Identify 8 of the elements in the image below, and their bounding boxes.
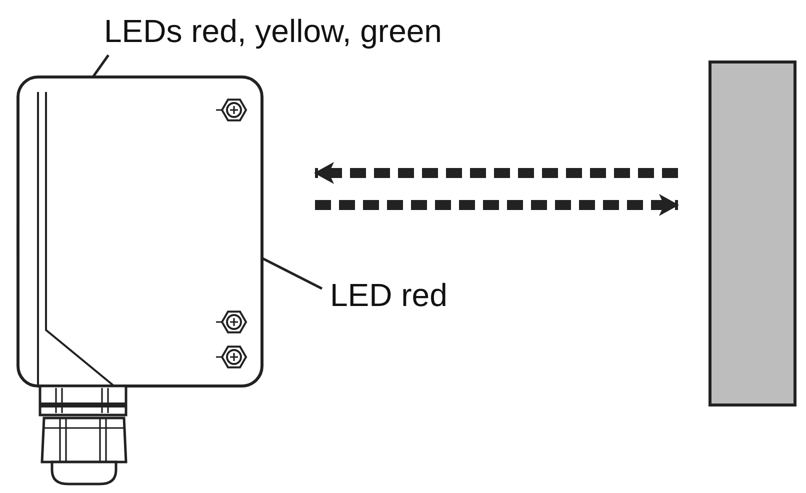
leader-line	[92, 54, 110, 78]
dashed-arrow	[314, 162, 678, 184]
reflector-plate	[708, 60, 796, 406]
dashed-arrow	[315, 194, 679, 216]
callout-label: LED red	[330, 277, 448, 313]
callout-label: LEDs red, yellow, green	[104, 13, 442, 49]
sensor-drawing	[16, 76, 264, 486]
leader-line	[261, 256, 323, 290]
